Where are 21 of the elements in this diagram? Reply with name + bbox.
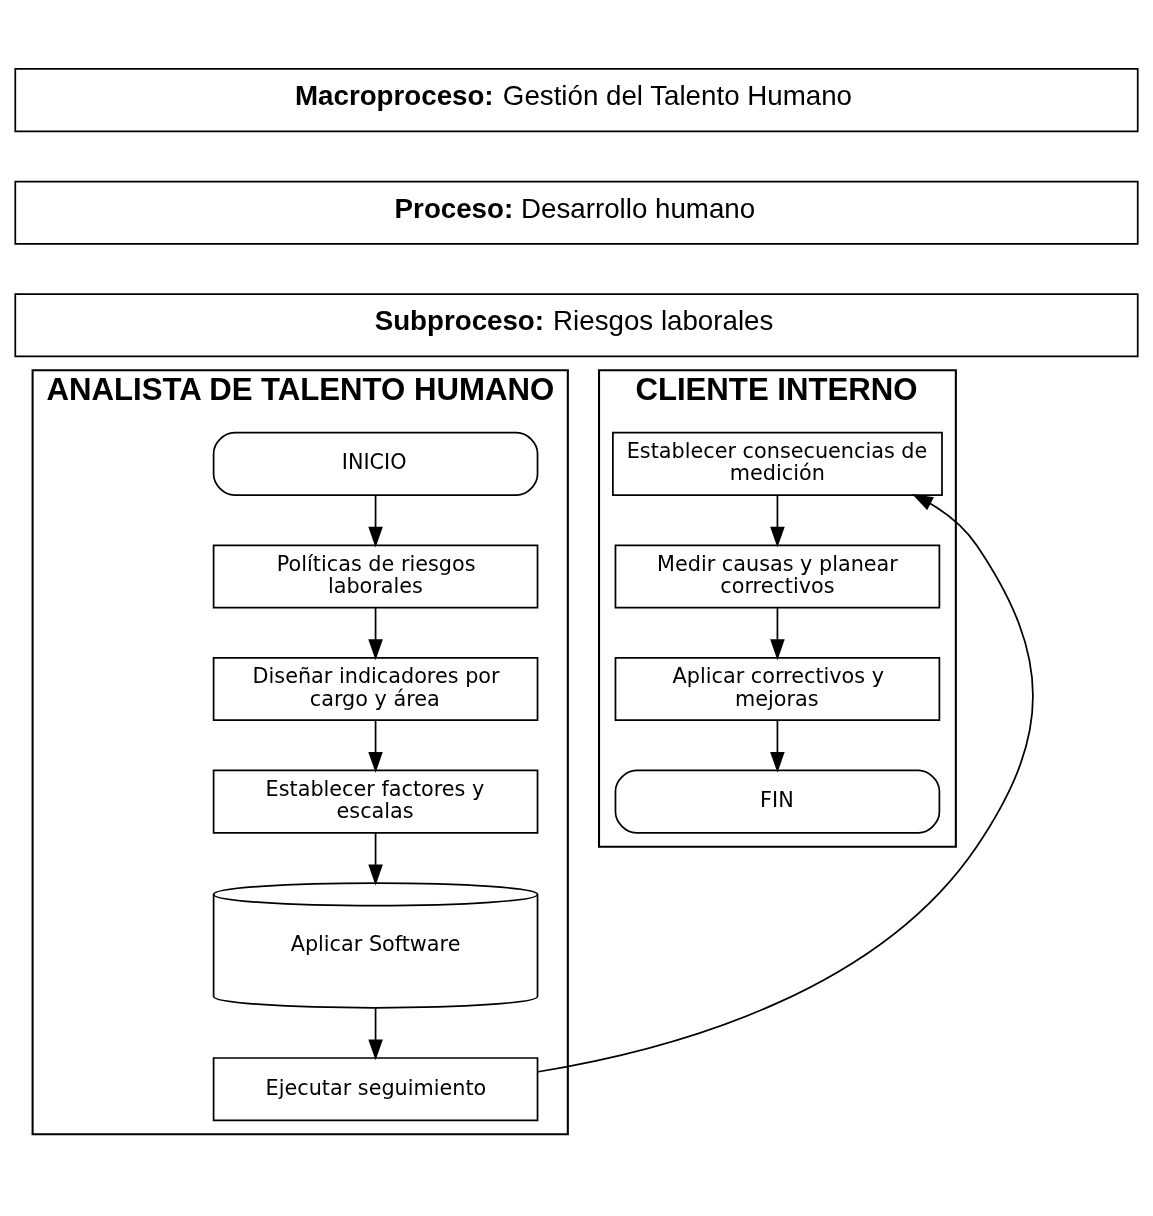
node-box: Aplicar correctivos y mejoras: [614, 656, 941, 721]
arrow: [368, 494, 383, 548]
arrow: [537, 493, 1034, 1073]
node-box: Medir causas y planear correctivos: [614, 543, 941, 608]
node-box: Ejecutar seguimiento: [212, 1056, 539, 1121]
node-box: Subproceso: Riesgos laborales: [14, 292, 1139, 357]
arrow: [770, 606, 785, 660]
arrow: [368, 1006, 383, 1060]
arrow: [368, 831, 383, 885]
node-box: Políticas de riesgos laborales: [212, 543, 539, 608]
node-box: Macroproceso: Gestión del Talento Humano: [14, 67, 1139, 132]
arrow: [770, 494, 785, 548]
node-box: INICIO: [212, 431, 539, 496]
arrow: [368, 719, 383, 773]
node-box: Establecer consecuencias de medición: [612, 431, 943, 496]
node-box: Proceso: Desarrollo humano: [14, 180, 1139, 245]
node-box: Establecer factores y escalas: [212, 769, 539, 834]
node-box: FIN: [614, 769, 941, 834]
arrow: [770, 719, 785, 773]
arrow: [368, 606, 383, 660]
node-box: Diseñar indicadores por cargo y área: [212, 656, 539, 721]
